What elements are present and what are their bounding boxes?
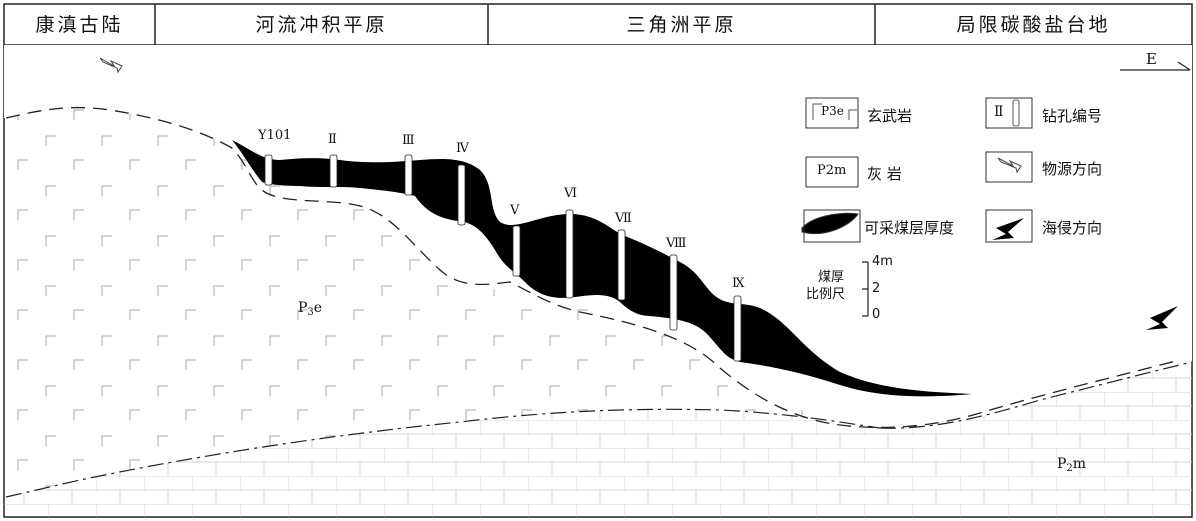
- well-label-5: Ⅴ: [510, 203, 520, 218]
- legend-source-arrow-icon: [997, 157, 1022, 174]
- well-label-7: Ⅶ: [615, 211, 632, 226]
- legend-limestone-symbol: P2m: [817, 163, 847, 178]
- well-marker-9: [733, 295, 742, 362]
- legend-coal-label: 可采煤层厚度: [864, 219, 955, 237]
- well-label-2: Ⅱ: [328, 132, 337, 147]
- source-direction-arrow-icon: [99, 57, 123, 74]
- legend-well-box: [985, 97, 1033, 129]
- limestone-top-boundary: [5, 408, 881, 498]
- well-label-9: Ⅸ: [732, 276, 745, 291]
- well-marker-7: [617, 229, 626, 301]
- legend-basalt-symbol: P3e: [821, 104, 844, 118]
- well-label-6: Ⅵ: [564, 186, 578, 201]
- well-label-3: Ⅲ: [402, 133, 415, 148]
- legend-coal-box: [803, 209, 861, 243]
- well-marker-6: [565, 209, 574, 299]
- scale-tick-0: 0: [872, 307, 881, 322]
- east-direction-tick: [1177, 61, 1191, 71]
- well-marker-4: [457, 164, 466, 226]
- coal-seam-body: [232, 140, 972, 397]
- legend-limestone-label: 灰 岩: [867, 165, 902, 183]
- thickness-scale-bar: [862, 261, 869, 317]
- basalt-top-boundary: [5, 106, 1181, 429]
- legend-well-marker: [1012, 99, 1020, 127]
- region-label-3: 三角洲平原: [626, 13, 737, 36]
- scale-title-line2: 比例尺: [806, 287, 846, 302]
- well-label-4: Ⅳ: [456, 141, 469, 156]
- well-marker-y101: [264, 154, 273, 186]
- well-markers: [264, 154, 742, 362]
- well-label-y101: Y101: [258, 128, 292, 143]
- legend-transgression-arrow-icon: [992, 218, 1024, 240]
- well-marker-8: [669, 254, 678, 331]
- well-label-8: Ⅷ: [666, 236, 687, 251]
- scale-title-line1: 煤厚: [818, 270, 845, 285]
- scale-tick-2: 2: [872, 281, 881, 296]
- region-label-2: 河流冲积平原: [255, 13, 388, 36]
- limestone-pattern-area: [4, 362, 1192, 517]
- transgression-arrow-icon: [1146, 306, 1178, 330]
- east-direction-label: E: [1146, 50, 1157, 68]
- scale-tick-4m: 4m: [872, 254, 893, 269]
- region-label-4: 局限碳酸盐台地: [956, 13, 1111, 36]
- legend-source-box: [985, 151, 1033, 183]
- well-marker-2: [329, 154, 338, 188]
- legend-source-label: 物源方向: [1042, 160, 1103, 178]
- formation-label-basalt: P3e: [298, 300, 323, 318]
- legend-well-symbol: Ⅱ: [994, 104, 1004, 120]
- well-marker-5: [512, 225, 521, 277]
- well-marker-3: [404, 154, 413, 196]
- region-label-1: 康滇古陆: [35, 13, 124, 36]
- legend-transgression-label: 海侵方向: [1042, 219, 1103, 237]
- legend-well-label: 钻孔编号: [1042, 107, 1103, 125]
- formation-label-limestone: P2m: [1057, 456, 1087, 474]
- legend-limestone-box: [805, 156, 859, 188]
- legend-basalt-label: 玄武岩: [867, 107, 913, 125]
- legend-coal-symbol: [801, 212, 859, 235]
